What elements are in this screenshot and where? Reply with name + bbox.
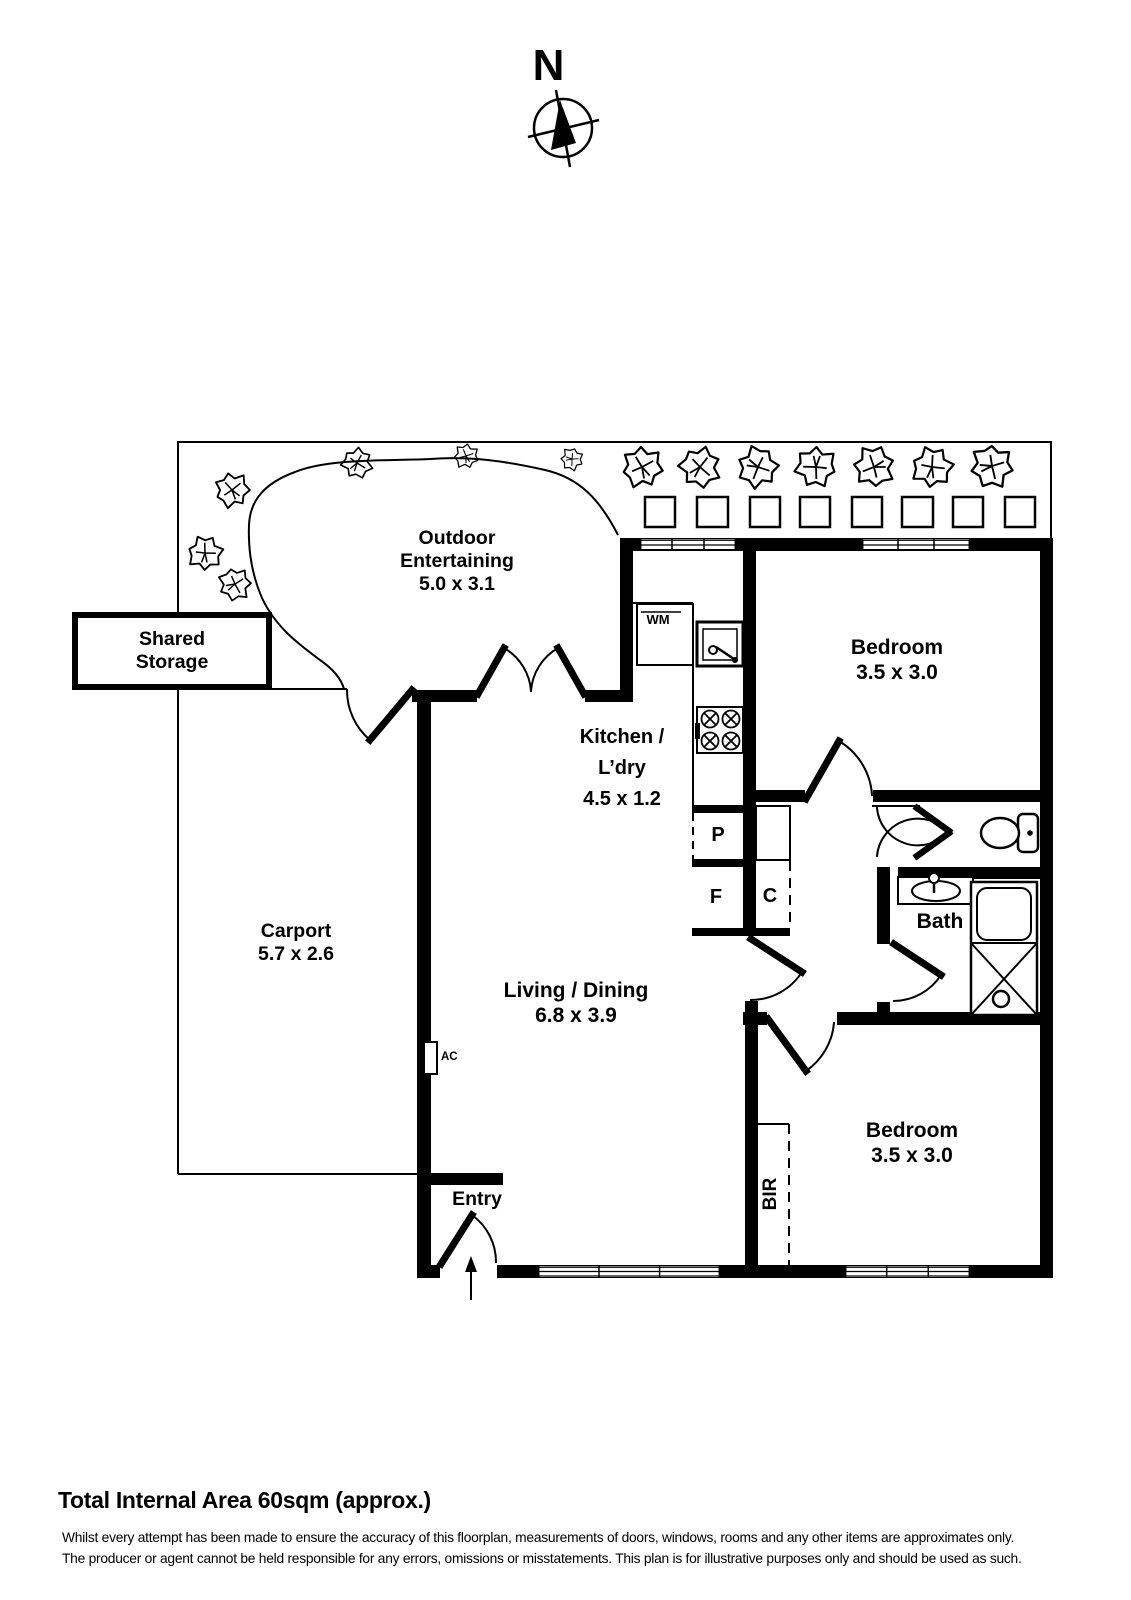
paver-squares <box>643 495 1037 529</box>
doors-layer <box>345 643 954 1269</box>
compass-icon <box>527 89 600 168</box>
label-living-dining: Living / Dining 6.8 x 3.9 <box>503 979 649 1027</box>
patio-outline <box>247 457 619 690</box>
label-air-conditioner: AC <box>441 1051 458 1063</box>
window <box>861 539 971 551</box>
compass-north-label: N <box>532 41 566 90</box>
total-area-title: Total Internal Area 60sqm (approx.) <box>58 1487 431 1513</box>
shared-storage-box <box>72 612 272 690</box>
label-bath: Bath <box>916 910 964 933</box>
label-built-in-robe: BIR <box>760 1177 781 1211</box>
vanity-basin-icon <box>897 872 974 905</box>
label-pantry: P <box>711 824 725 846</box>
window <box>537 1266 721 1277</box>
air-conditioner-icon <box>423 1041 438 1075</box>
label-bedroom-top: Bedroom 3.5 x 3.0 <box>850 636 944 684</box>
label-kitchen-laundry: Kitchen / L’dry 4.5 x 1.2 <box>579 726 665 810</box>
bathtub-shower-icon <box>969 880 1039 1017</box>
tree-icons <box>180 436 1021 605</box>
label-outdoor-entertaining: Outdoor Entertaining 5.0 x 3.1 <box>400 527 514 595</box>
entry-arrow-icon <box>465 1256 477 1300</box>
disclaimer-text: Whilst every attempt has been made to en… <box>62 1530 1022 1566</box>
label-cupboard: C <box>762 885 778 907</box>
washing-machine-icon <box>636 603 694 666</box>
window <box>639 539 737 551</box>
label-fridge: F <box>709 886 723 908</box>
sink-icon <box>695 620 745 668</box>
label-shared-storage: Shared Storage <box>135 628 209 673</box>
label-bedroom-bottom: Bedroom 3.5 x 3.0 <box>865 1119 959 1167</box>
toilet-icon <box>979 812 1040 854</box>
label-washing-machine: WM <box>646 612 670 627</box>
window <box>844 1266 971 1277</box>
label-entry: Entry <box>452 1188 502 1210</box>
label-carport: Carport 5.7 x 2.6 <box>258 920 334 965</box>
cooktop-icon <box>695 706 744 754</box>
garden-boundary <box>177 441 1052 1175</box>
